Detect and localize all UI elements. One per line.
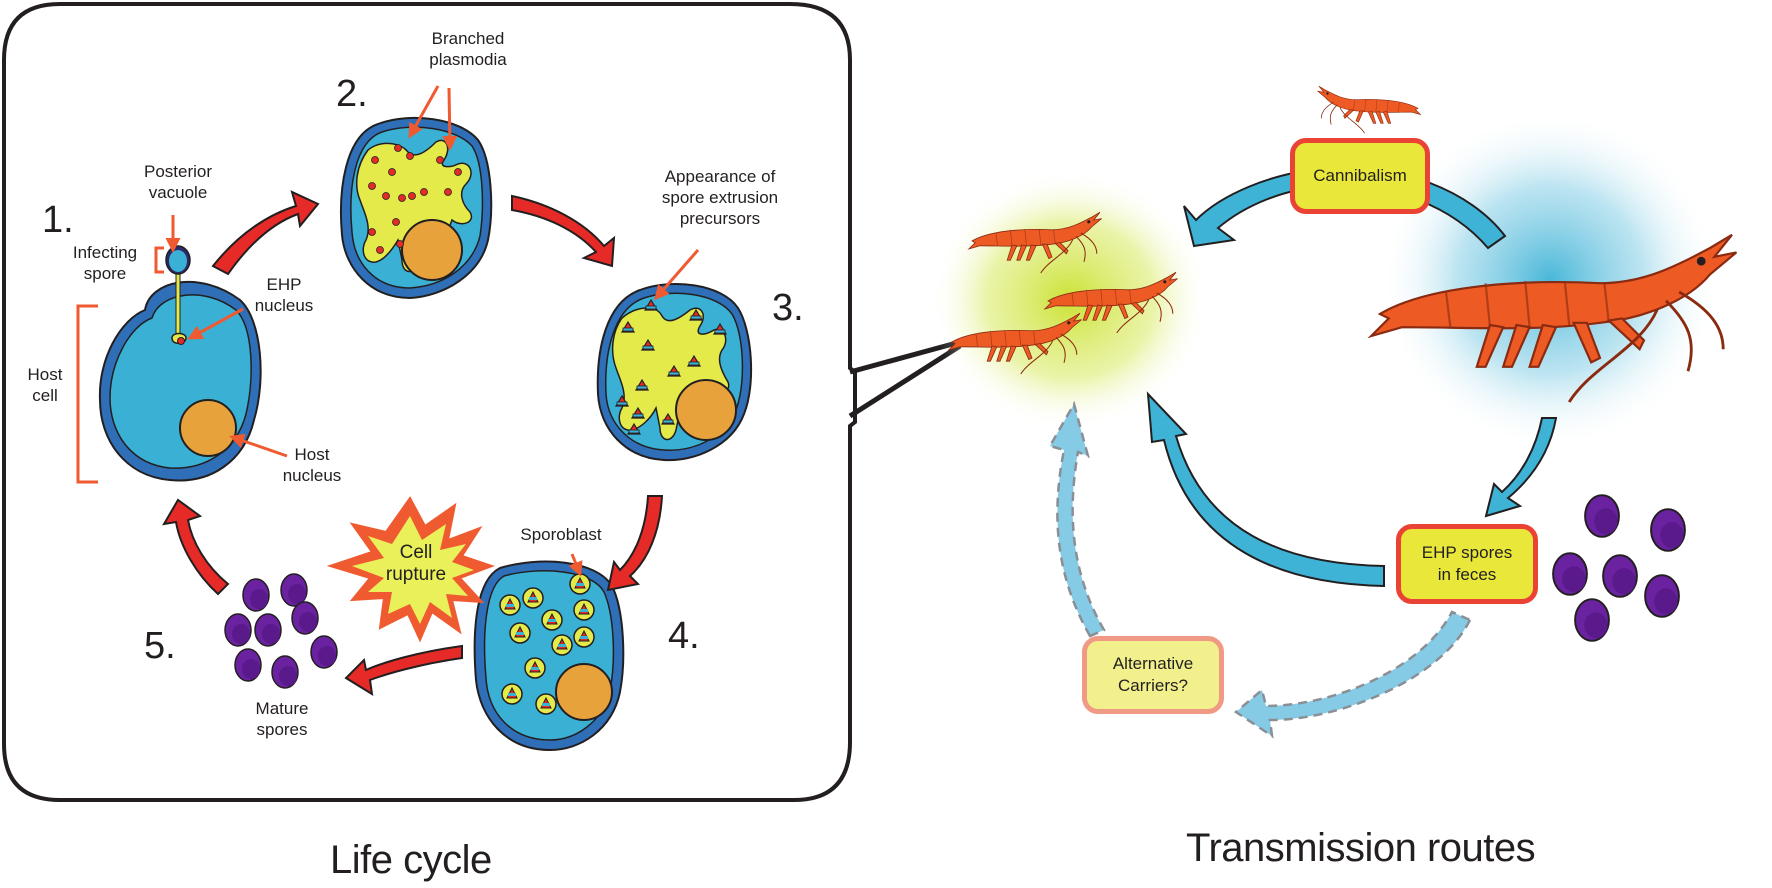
posterior-vacuole-label: Posterior vacuole: [128, 161, 228, 203]
host-shrimp-glow: [1380, 110, 1720, 450]
alt-carriers-to-shrimp-arrow: [1048, 400, 1106, 638]
arrow-4-to-5: [344, 644, 463, 696]
transmission-routes-title: Transmission routes: [1186, 826, 1536, 870]
box-label: Cannibalism: [1313, 166, 1407, 185]
ehp-nucleus: [177, 337, 185, 345]
label-line: spores: [256, 720, 308, 739]
label-line: Host: [27, 365, 63, 384]
label-line: spore extrusion: [661, 188, 779, 207]
label-line: Branched: [431, 29, 505, 48]
label-line: Alternative: [1112, 654, 1194, 673]
host-cell-bracket: [76, 304, 98, 484]
alternative-carriers-box: Alternative Carriers?: [1082, 636, 1224, 714]
feces-to-alt-carriers-arrow: [1233, 610, 1472, 739]
feces-to-shrimp-arrow: [1146, 391, 1385, 588]
mature-spores: [224, 573, 338, 689]
mature-spores-label: Mature spores: [240, 698, 324, 740]
cannibalism-box: Cannibalism: [1290, 138, 1430, 214]
label-line: Carriers?: [1118, 676, 1188, 695]
label-line: Mature: [255, 699, 309, 718]
stage-3-number: 3.: [772, 287, 804, 329]
arrow-2-to-3: [511, 194, 616, 268]
ehp-nucleus-label: EHP nucleus: [246, 274, 322, 316]
stage-4-sporoblast-cell: [473, 553, 625, 752]
arrow-5-to-1: [162, 498, 230, 596]
label-line: nucleus: [254, 296, 314, 315]
label-line: Appearance of: [664, 167, 776, 186]
label-line: nucleus: [282, 466, 342, 485]
panel-border: [2, 2, 857, 802]
stage-2-cell: [339, 85, 493, 300]
stage-1-number: 1.: [42, 199, 74, 241]
infecting-spore-label: Infecting spore: [62, 242, 148, 284]
label-line: in feces: [1437, 565, 1497, 584]
sporoblast-label: Sporoblast: [520, 525, 602, 544]
label-line: Posterior: [143, 162, 213, 181]
stage-5-number: 5.: [144, 625, 176, 667]
label-line: Cell: [399, 542, 433, 563]
branched-plasmodia-label: Branched plasmodia: [416, 28, 520, 70]
cannibalized-shrimp: [1317, 85, 1421, 134]
label-line: Infecting: [72, 243, 138, 262]
host-nucleus-label: Host nucleus: [274, 444, 350, 486]
life-cycle-arrows: [162, 190, 664, 696]
feces-spores: [1552, 494, 1686, 642]
spore-extrusion-precursors-label: Appearance of spore extrusion precursors: [650, 166, 790, 229]
life-cycle-title: Life cycle: [330, 838, 492, 882]
label-line: EHP spores: [1421, 543, 1513, 562]
cell-rupture-burst: [326, 496, 495, 643]
label-line: vacuole: [148, 183, 208, 202]
arrow-1-to-2: [211, 190, 320, 276]
infecting-spore-bracket: [154, 246, 164, 274]
label-line: EHP: [266, 275, 302, 294]
label-line: cell: [32, 386, 58, 405]
label-line: plasmodia: [429, 50, 507, 69]
ehp-spores-in-feces-box: EHP spores in feces: [1396, 524, 1538, 604]
shrimp-to-feces-arrow: [1484, 417, 1558, 518]
host-nucleus: [179, 399, 237, 457]
stage-1-host-cell: [76, 215, 288, 484]
label-line: spore: [83, 264, 127, 283]
label-line: Host: [294, 445, 330, 464]
label-line: precursors: [679, 209, 761, 228]
arrow-3-to-4: [606, 495, 664, 592]
stage-4-number: 4.: [668, 615, 700, 657]
stage-2-number: 2.: [336, 73, 368, 115]
stage-3-cell: [596, 249, 753, 462]
host-cell-label: Host cell: [20, 364, 70, 406]
cell-rupture-label: Cell rupture: [376, 542, 456, 586]
label-line: rupture: [385, 564, 447, 585]
